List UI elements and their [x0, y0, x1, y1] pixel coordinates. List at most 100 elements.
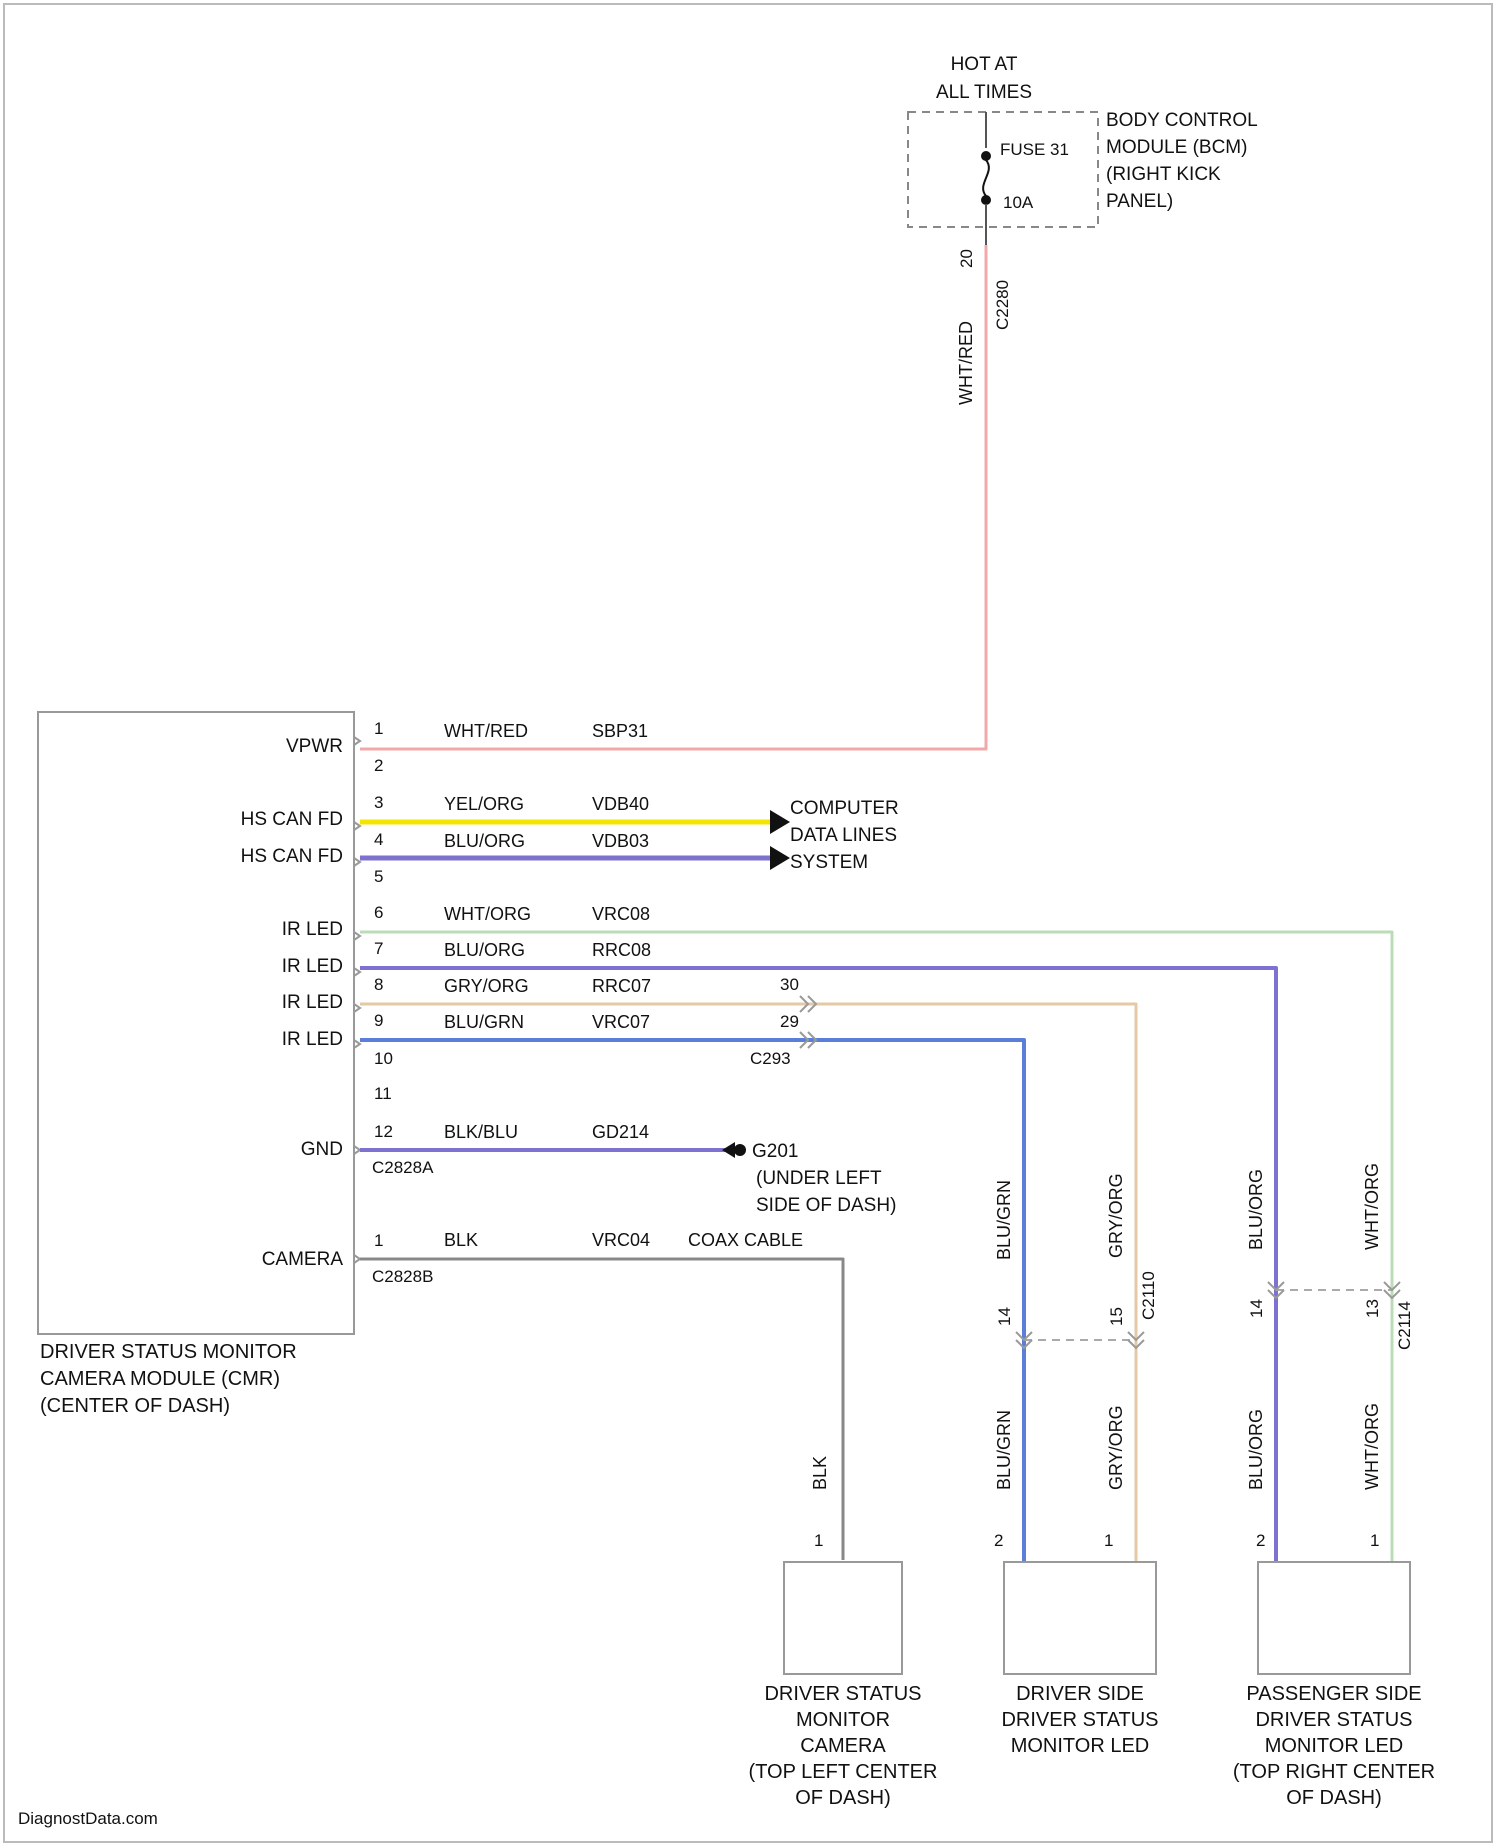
connector-c2110: 14 15 C2110 BLU/GRN GRY/ORG BLU/GRN GRY/… [994, 1173, 1158, 1550]
device-camera: DRIVER STATUS MONITOR CAMERA (TOP LEFT C… [749, 1562, 938, 1809]
camera-caption-line1: DRIVER STATUS [764, 1683, 921, 1705]
ground-location-line1: (UNDER LEFT [756, 1168, 882, 1189]
fuse-terminal-bottom [981, 195, 991, 205]
pin-number-8: 8 [374, 975, 383, 994]
w7-circuit: RRC08 [592, 940, 651, 960]
c2110-name: C2110 [1139, 1271, 1158, 1320]
pin-number-2: 2 [374, 756, 383, 775]
passenger-led-box [1258, 1562, 1410, 1674]
pin-number-6: 6 [374, 903, 383, 922]
passenger-led-pin-1: 1 [1370, 1531, 1379, 1550]
passenger-led-caption-line3: MONITOR LED [1265, 1735, 1404, 1757]
hs-can-label-2: HS CAN FD [241, 846, 343, 867]
data-lines-reference: COMPUTER DATA LINES SYSTEM [770, 798, 899, 873]
bcm-pin-number: 20 [957, 249, 976, 268]
w6-color: WHT/ORG [444, 904, 531, 924]
c2114-lower-left-wire: BLU/ORG [1246, 1409, 1266, 1490]
c2110-lower-left-wire: BLU/GRN [994, 1410, 1014, 1490]
c2114-upper-left-wire: BLU/ORG [1246, 1169, 1266, 1250]
w9-color: BLU/GRN [444, 1012, 524, 1032]
c2114-upper-right-wire: WHT/ORG [1362, 1163, 1382, 1250]
watermark: DiagnostData.com [18, 1809, 158, 1828]
driver-led-pin-2: 2 [994, 1531, 1003, 1550]
ground-id: G201 [752, 1141, 798, 1162]
camera-branch-wire: BLK [810, 1456, 830, 1490]
wire-ir-led-4 [360, 1040, 1024, 1566]
c2114-lower-right-wire: WHT/ORG [1362, 1403, 1382, 1490]
hot-label-line2: ALL TIMES [936, 82, 1032, 103]
ir-led-label-4: IR LED [282, 1029, 343, 1050]
fuse-terminal-top [981, 151, 991, 161]
passenger-led-pin-2: 2 [1256, 1531, 1265, 1550]
connector-c2114: 14 13 C2114 BLU/ORG WHT/ORG BLU/ORG WHT/… [1246, 1163, 1414, 1550]
ir-led-label-3: IR LED [282, 992, 343, 1013]
data-lines-line2: DATA LINES [790, 825, 897, 846]
ground-arrow [722, 1142, 735, 1158]
c2110-upper-right-wire: GRY/ORG [1106, 1173, 1126, 1258]
pin-number-9: 9 [374, 1011, 383, 1030]
camera-caption-line3: CAMERA [800, 1735, 886, 1757]
module-caption-line1: DRIVER STATUS MONITOR [40, 1341, 297, 1363]
driver-led-caption-line3: MONITOR LED [1011, 1735, 1150, 1757]
fuse-symbol [983, 160, 989, 196]
ir-led-label-1: IR LED [282, 919, 343, 940]
passenger-led-caption-line4: (TOP RIGHT CENTER [1233, 1761, 1435, 1783]
ir-led-label-2: IR LED [282, 956, 343, 977]
wire-labels: WHT/RED SBP31 YEL/ORG VDB40 BLU/ORG VDB0… [444, 721, 803, 1250]
bcm-name-line1: BODY CONTROL [1106, 110, 1258, 131]
pin-number-3: 3 [374, 793, 383, 812]
c2110-lower-right-wire: GRY/ORG [1106, 1405, 1126, 1490]
camera-caption-line2: MONITOR [796, 1709, 890, 1731]
w7-color: BLU/ORG [444, 940, 525, 960]
pin-number-12: 12 [374, 1122, 393, 1141]
fuse-rating-label: 10A [1003, 193, 1034, 212]
module-caption-line2: CAMERA MODULE (CMR) [40, 1368, 280, 1390]
device-passenger-led: PASSENGER SIDE DRIVER STATUS MONITOR LED… [1233, 1562, 1435, 1809]
bcm-name-line4: PANEL) [1106, 191, 1173, 212]
wire-ir-led-3 [360, 1004, 1136, 1566]
gnd-label: GND [301, 1139, 343, 1160]
c293-name: C293 [750, 1049, 791, 1068]
w12-color: BLK/BLU [444, 1122, 518, 1142]
w1-circuit: SBP31 [592, 721, 648, 741]
bcm-wire-color-label: WHT/RED [956, 321, 976, 405]
c293-pin-a: 30 [780, 975, 799, 994]
inline-connector-c293: 30 29 C293 [750, 975, 816, 1068]
device-driver-led: DRIVER SIDE DRIVER STATUS MONITOR LED [1001, 1562, 1158, 1757]
c2110-pin-14: 14 [995, 1307, 1014, 1326]
c2114-pin-13: 13 [1363, 1299, 1382, 1318]
c293-pin-b: 29 [780, 1012, 799, 1031]
passenger-led-caption-line2: DRIVER STATUS [1255, 1709, 1412, 1731]
w6-circuit: VRC08 [592, 904, 650, 924]
connector-b-label: C2828B [372, 1267, 433, 1286]
wire-vpwr [360, 245, 986, 749]
pin-number-4: 4 [374, 830, 383, 849]
module-caption-line3: (CENTER OF DASH) [40, 1395, 230, 1417]
vpwr-label: VPWR [286, 736, 343, 757]
w4-color: BLU/ORG [444, 831, 525, 851]
camera-caption-line4: (TOP LEFT CENTER [749, 1761, 938, 1783]
c2114-pin-14: 14 [1247, 1299, 1266, 1318]
camera-caption-line5: OF DASH) [795, 1787, 891, 1809]
w3-circuit: VDB40 [592, 794, 649, 814]
camera-label: CAMERA [262, 1249, 344, 1270]
camera-device-box [784, 1562, 902, 1674]
bcm-section: HOT AT ALL TIMES FUSE 31 10A BODY CONTRO… [908, 54, 1258, 405]
w8-circuit: RRC07 [592, 976, 651, 996]
hs-can-label-1: HS CAN FD [241, 809, 343, 830]
driver-led-caption-line1: DRIVER SIDE [1016, 1683, 1144, 1705]
c2110-pin-15: 15 [1107, 1307, 1126, 1326]
w4-circuit: VDB03 [592, 831, 649, 851]
connector-a-label: C2828A [372, 1158, 434, 1177]
hot-label-line1: HOT AT [951, 54, 1018, 75]
fuse-number-label: FUSE 31 [1000, 140, 1069, 159]
ground-location-line2: SIDE OF DASH) [756, 1195, 896, 1216]
data-lines-line3: SYSTEM [790, 852, 868, 873]
pin-number-1: 1 [374, 719, 383, 738]
camera-pin-number: 1 [374, 1231, 383, 1250]
c2110-upper-left-wire: BLU/GRN [994, 1180, 1014, 1260]
bcm-name-line2: MODULE (BCM) [1106, 137, 1247, 158]
pin-number-11: 11 [374, 1084, 392, 1103]
passenger-led-caption-line5: OF DASH) [1286, 1787, 1382, 1809]
